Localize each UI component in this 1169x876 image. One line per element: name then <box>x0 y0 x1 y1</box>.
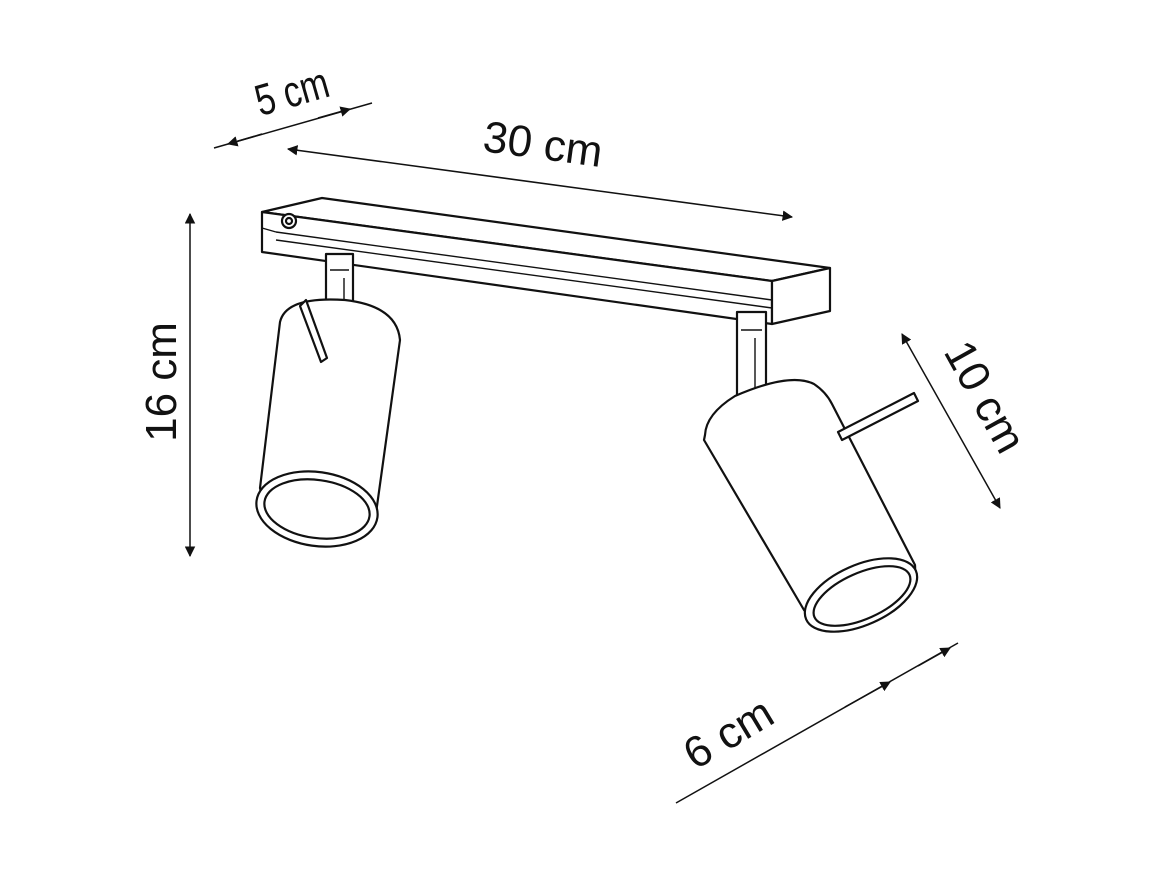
dimension-depth <box>213 102 373 149</box>
shade-diameter-label: 6 cm <box>675 688 782 779</box>
dimension-length <box>286 145 794 221</box>
dimension-shade-height <box>901 333 1001 509</box>
shade-height-label: 10 cm <box>934 333 1035 462</box>
length-label: 30 cm <box>480 112 605 177</box>
left-spotlight <box>255 252 402 548</box>
right-spotlight <box>702 310 920 633</box>
height-label: 16 cm <box>137 322 186 442</box>
dimension-shade-diameter <box>675 642 959 804</box>
depth-label: 5 cm <box>250 58 335 126</box>
